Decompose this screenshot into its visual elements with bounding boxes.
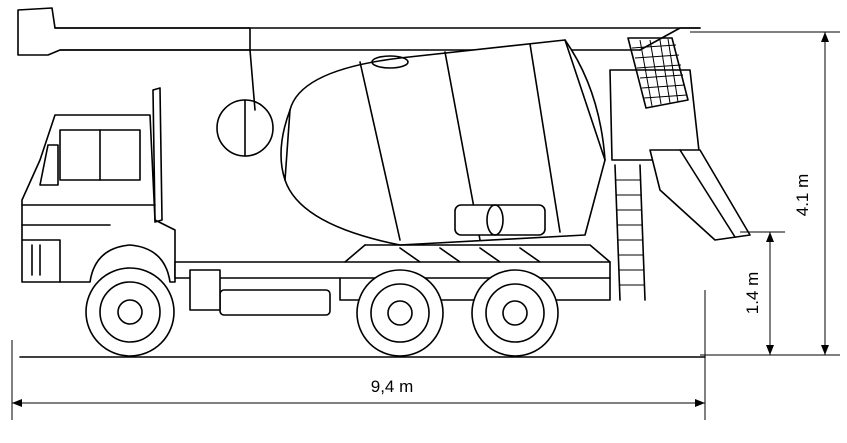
rear-wheel-2 — [471, 269, 559, 357]
length-dimension — [11, 290, 706, 420]
rear-ladder — [614, 164, 646, 301]
discharge-height-label: 1.4 m — [743, 272, 762, 315]
mixer-drum — [280, 39, 606, 246]
discharge-height-dimension — [740, 231, 785, 355]
water-tank — [216, 99, 274, 157]
cab — [21, 114, 176, 283]
length-label: 9,4 m — [371, 377, 414, 396]
height-dimension — [690, 31, 840, 356]
front-wheel — [85, 267, 175, 357]
rear-wheel-1 — [356, 269, 444, 357]
height-label: 4.1 m — [793, 174, 812, 217]
loading-hopper — [609, 37, 701, 161]
discharge-chute — [649, 149, 751, 241]
exhaust-stack — [152, 87, 163, 223]
